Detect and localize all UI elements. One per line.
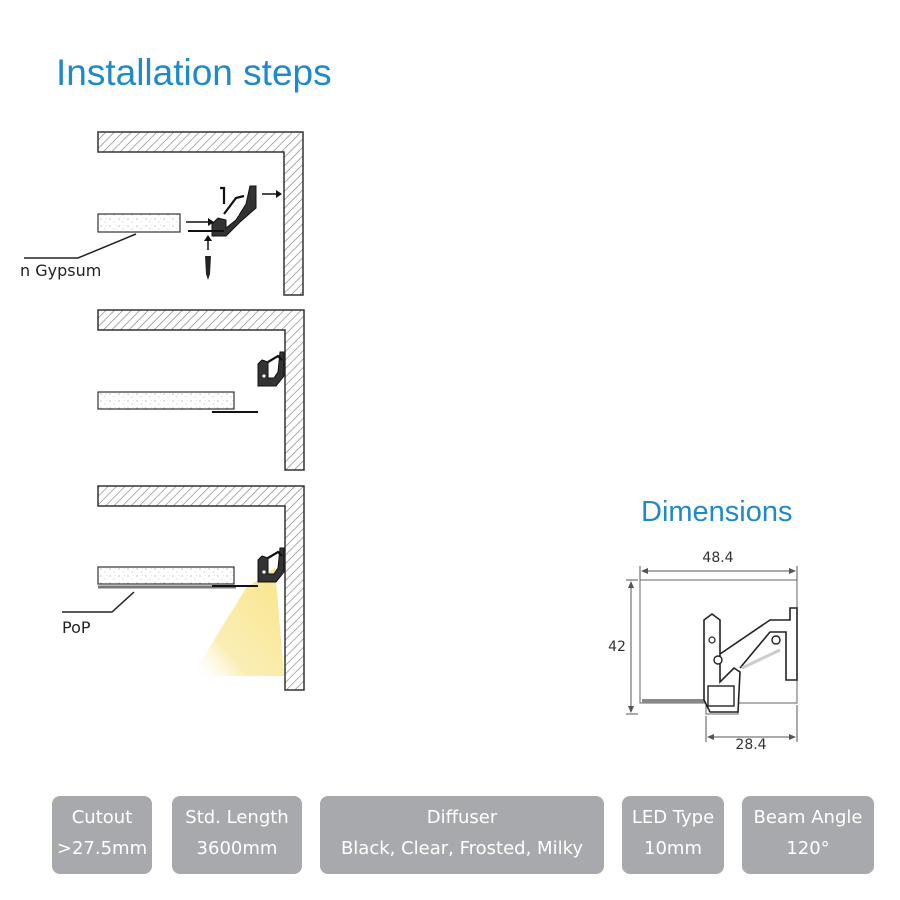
spec-beam-angle-title: Beam Angle	[753, 807, 863, 828]
step-2-wall	[97, 309, 305, 471]
spec-length-value: 3600mm	[196, 838, 278, 859]
step-2-profile	[256, 350, 286, 388]
step-2-diagram	[97, 309, 305, 471]
spec-beam-angle-value: 120°	[786, 838, 830, 859]
step-1-arrows	[186, 190, 282, 250]
spec-cutout-title: Cutout	[71, 807, 133, 828]
installation-steps-title: Installation steps	[56, 52, 332, 93]
pop-label: PoP	[62, 618, 91, 637]
light-beam	[192, 568, 284, 676]
spec-led-type-title: LED Type	[631, 807, 715, 828]
spec-length: Std. Length 3600mm	[172, 796, 302, 874]
dimensions-title: Dimensions	[641, 496, 793, 528]
spec-diffuser: Diffuser Black, Clear, Frosted, Milky	[320, 796, 604, 874]
dimension-profile	[703, 607, 798, 713]
dimension-drawing: 48.4 42 28.4	[608, 550, 798, 753]
spec-cutout-value: >27.5mm	[56, 838, 148, 859]
step-1-profile	[188, 185, 257, 237]
height-dimension: 42	[608, 639, 626, 655]
spec-led-type-value: 10mm	[644, 838, 702, 859]
step-1-diagram: n Gypsum	[20, 131, 304, 296]
gypsum-label: n Gypsum	[20, 261, 101, 280]
spec-led-type: LED Type 10mm	[622, 796, 724, 874]
step-3-gypsum-board	[97, 566, 235, 585]
diffuser-line	[741, 648, 781, 670]
step-1-wall	[97, 131, 304, 296]
bottom-width-dimension: 28.4	[735, 737, 766, 753]
spec-length-title: Std. Length	[185, 807, 289, 828]
ceiling-strip	[642, 699, 704, 703]
step-3-diagram: PoP	[62, 485, 305, 691]
spec-cutout: Cutout >27.5mm	[52, 796, 152, 874]
step-3-profile	[256, 546, 286, 584]
screw-icon	[205, 256, 211, 280]
step-1-gypsum-board	[97, 213, 181, 233]
step-3-wall	[97, 485, 305, 691]
gypsum-leader-line	[24, 233, 137, 259]
spec-beam-angle: Beam Angle 120°	[742, 796, 874, 874]
pop-leader-line	[62, 591, 135, 613]
step-2-gypsum-board	[97, 391, 235, 410]
spec-diffuser-value: Black, Clear, Frosted, Milky	[340, 838, 584, 859]
width-dimension: 48.4	[702, 550, 733, 566]
spec-diffuser-title: Diffuser	[426, 807, 498, 828]
